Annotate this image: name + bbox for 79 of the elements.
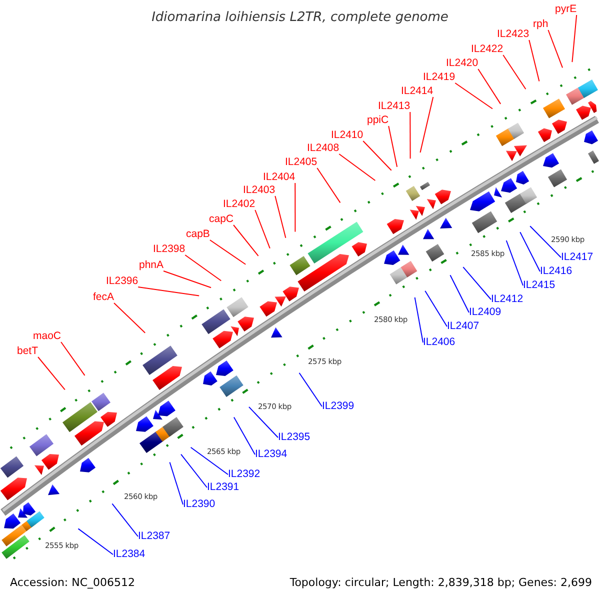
leader-line: [462, 266, 492, 300]
leader-line: [520, 232, 540, 272]
gene-label: phnA: [139, 260, 164, 271]
leader-line: [410, 112, 411, 160]
leader-line: [338, 154, 376, 182]
gene-label: IL2398: [153, 244, 186, 255]
gene-label: IL2395: [278, 432, 310, 443]
gene-label: IL2419: [423, 72, 456, 83]
gene-label: rph: [533, 19, 548, 30]
leader-line: [530, 226, 562, 258]
leader-line: [572, 14, 578, 63]
gene-label: IL2406: [423, 337, 456, 348]
gene-label: maoC: [33, 331, 62, 342]
leader-line: [114, 302, 146, 334]
leader-line: [388, 126, 398, 168]
leader-line: [454, 82, 493, 110]
leader-line: [528, 40, 540, 82]
genome-stats-text: Topology: circular; Length: 2,839,318 bp; Genes: 2,699: [290, 576, 592, 589]
leader-line: [184, 254, 222, 282]
leader-line: [362, 140, 392, 171]
leader-line: [414, 296, 424, 343]
gene-label: IL2387: [138, 531, 170, 542]
gene-label: IL2390: [183, 499, 216, 510]
leader-line: [138, 286, 200, 296]
gene-label: IL2391: [207, 482, 240, 493]
gene-label: IL2408: [307, 143, 340, 154]
leader-line: [548, 30, 563, 68]
gene-label: IL2409: [469, 307, 502, 318]
gene-label: IL2403: [243, 185, 276, 196]
leader-line: [180, 454, 208, 488]
leader-line: [233, 416, 256, 455]
diagram-title: Idiomarina loihiensis L2TR, complete genome: [152, 10, 448, 25]
gene-label: IL2407: [447, 321, 480, 332]
leader-line: [60, 342, 86, 376]
gene-label: IL2410: [331, 130, 364, 141]
leader-line: [112, 503, 138, 537]
leader-line: [478, 68, 502, 104]
leader-line: [274, 196, 286, 238]
leader-line: [169, 462, 184, 505]
gene-label: ppiC: [367, 115, 389, 126]
gene-label: IL2415: [523, 280, 556, 291]
gene-label: IL2384: [113, 549, 146, 560]
leader-line: [163, 270, 212, 288]
gene-label: pyrE: [555, 4, 577, 15]
gene-label: IL2423: [497, 29, 530, 40]
gene-label: IL2396: [106, 276, 138, 287]
gene-label: IL2404: [263, 172, 296, 183]
gene-label: IL2417: [561, 252, 594, 263]
leader-line: [424, 290, 448, 327]
gene-label: IL2405: [285, 157, 318, 168]
gene-label: capB: [186, 229, 210, 240]
leader-line: [248, 406, 278, 438]
leader-line: [209, 240, 246, 265]
gene-label: IL2420: [446, 58, 478, 69]
leader-line: [190, 446, 228, 475]
leader-line: [38, 356, 66, 390]
gene-label: capC: [209, 214, 234, 225]
leader-line: [233, 224, 259, 256]
gene-label: IL2392: [228, 469, 260, 480]
leader-line: [506, 240, 524, 286]
leader-line: [450, 274, 470, 313]
gene-label: IL2402: [223, 199, 256, 210]
accession-text: Accession: NC_006512: [10, 576, 136, 589]
leader-line: [316, 168, 341, 204]
leader-line: [502, 54, 526, 90]
leader-line: [298, 372, 322, 407]
gene-label: IL2412: [491, 294, 524, 305]
leader-line: [78, 528, 114, 555]
gene-label: IL2416: [540, 266, 572, 277]
gene-label: IL2413: [378, 101, 410, 112]
gene-label: IL2399: [322, 401, 354, 412]
leader-line: [420, 96, 434, 153]
gene-label: betT: [17, 346, 38, 357]
gene-label: IL2414: [401, 86, 434, 97]
gene-label: IL2394: [255, 449, 288, 460]
leader-line: [294, 182, 296, 232]
gene-label: IL2422: [471, 44, 504, 55]
leader-line: [254, 210, 270, 249]
gene-label: fecA: [93, 292, 114, 303]
